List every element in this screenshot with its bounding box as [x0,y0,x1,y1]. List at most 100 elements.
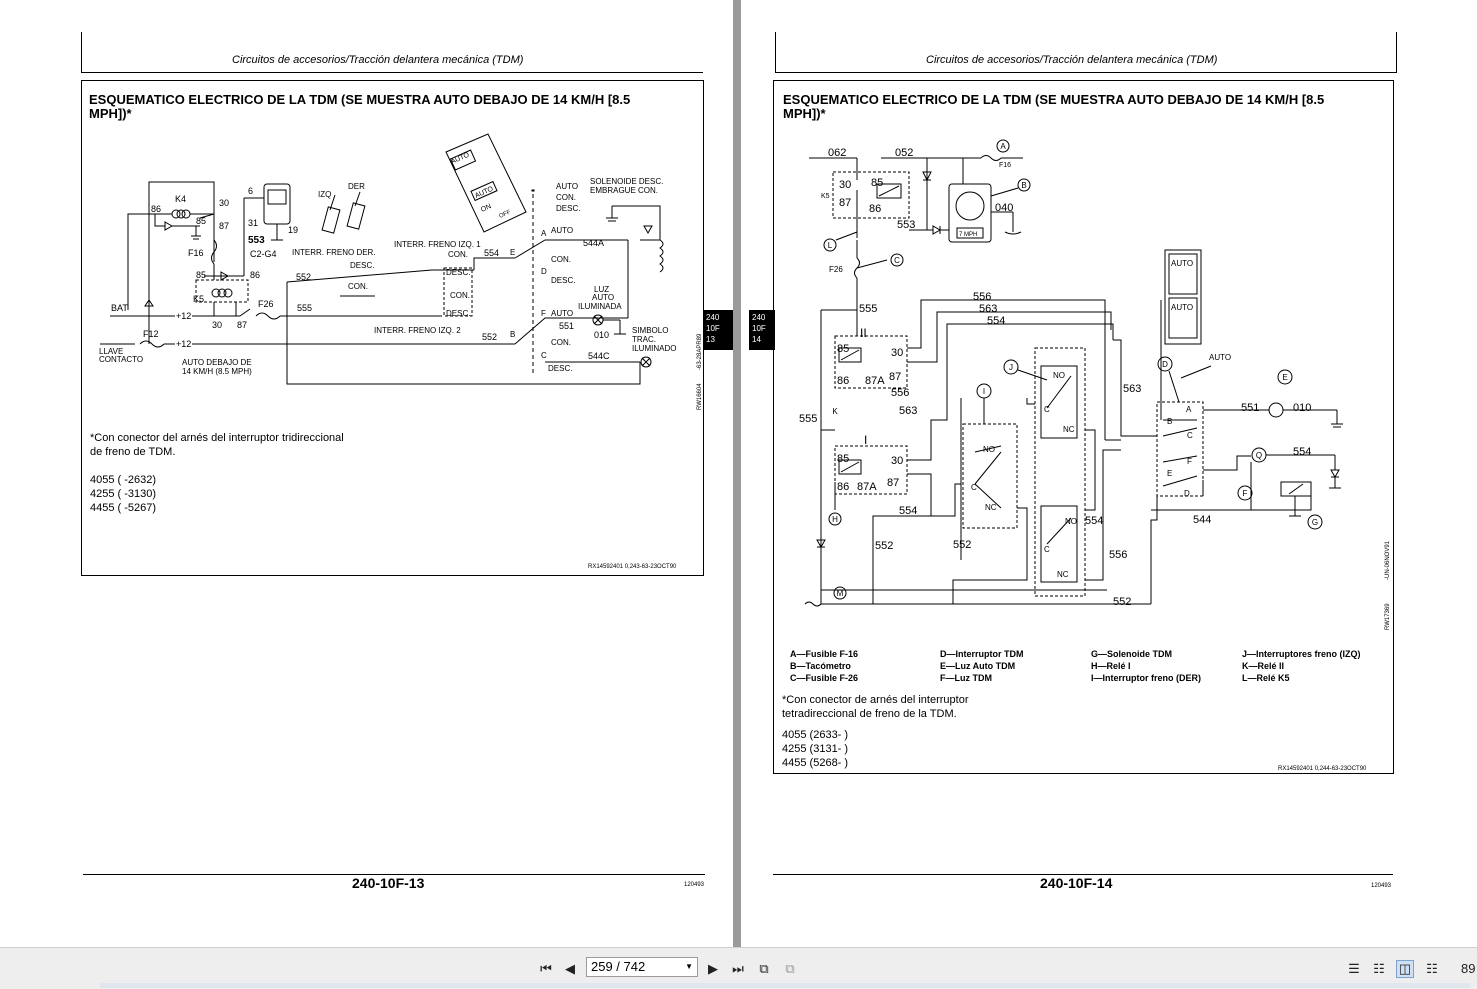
header-rule [81,72,703,73]
label-c1: C [971,483,977,492]
label-r2-86: 86 [837,375,849,387]
label-nc1: NC [985,503,997,512]
label-auto: AUTO [1209,353,1231,362]
label-e: E [510,248,515,257]
callout-c: C [894,256,900,265]
continuous-page-icon[interactable]: ☷ [1373,961,1385,976]
label-d: D [541,267,547,276]
label-552b: 552 [482,332,497,342]
label-auto-debajo1: AUTO DEBAJO DE [182,358,252,367]
callout-m: M [837,589,844,598]
page-gutter [733,0,741,947]
chevron-down-icon: ▼ [685,962,693,971]
label-556a: 556 [973,291,991,303]
serial-row: 4255 (3131- ) [782,743,849,755]
label-010: 010 [594,330,609,340]
two-page-continuous-icon[interactable]: ☷ [1426,961,1438,976]
page-code: 120493 [1371,883,1392,889]
label-r1-87a: 87A [857,481,877,493]
label-85b: 85 [196,270,206,280]
label-plus12b: +12 [176,339,191,349]
label-85: 85 [196,216,206,226]
label-con-d: CON. [551,255,571,264]
label-544a: 544A [583,238,604,248]
label-k5: K5 [821,193,830,200]
first-page-icon[interactable]: ⏮ [540,961,552,976]
label-simbolo1: SIMBOLO [632,326,668,335]
insert-page-icon[interactable]: ⧉ [785,961,795,976]
label-desc-l: DESC. [556,204,580,213]
label-c2g4: C2-G4 [250,249,277,259]
prev-page-icon[interactable]: ◀ [565,961,575,976]
label-contacto: CONTACTO [99,355,143,364]
label-f16: F16 [999,162,1011,169]
side-ref-1: RW17369 [1385,603,1391,630]
side-ref-2: -UN-06NOV91 [1385,540,1391,580]
label-f26: F26 [829,265,843,274]
callout-q: Q [1256,451,1262,460]
callout-i: I [983,387,985,396]
wiring-diagram-right: 062 052 K5 30 85 87 86 553 F16 040 F26 5… [799,139,1343,608]
label-554b: 554 [899,505,917,517]
zoom-level[interactable]: 89 [1461,961,1476,976]
label-554c: 554 [1085,515,1103,527]
label-k5: K5 [193,294,204,304]
extract-page-icon[interactable]: ⧉ [759,961,769,976]
label-f12: F12 [143,329,159,339]
label-555: 555 [297,303,312,313]
last-page-icon[interactable]: ⏭ [732,961,744,976]
label-sol2: EMBRAGUE CON. [590,186,658,195]
label-relay2: II [860,326,867,340]
label-551: 551 [1241,402,1259,414]
header-left-rule [81,32,82,72]
label-r2-556: 556 [891,387,909,399]
label-563a: 563 [979,303,997,315]
note-line1: *Con conector de arnés del interruptor [782,694,969,706]
horizontal-scrollbar[interactable] [100,983,1470,988]
panel-auto-label2: AUTO [474,185,495,199]
label-relay1: I [864,433,867,447]
label-nc3: NC [1057,570,1069,579]
wiring-diagram-left: K4 86 85 87 30 6 31 19 553 C2-G4 F16 85 … [99,133,676,385]
label-auto-f: AUTO [551,309,573,318]
label-87: 87 [219,221,229,231]
label-554: 554 [484,248,499,258]
label-86: 86 [151,204,161,214]
label-554d: 554 [1293,446,1311,458]
label-r1-85: 85 [837,453,849,465]
label-con2: CON. [448,250,468,259]
page-number-select[interactable]: 259 / 742▼ [586,957,698,977]
page-number: 240-10F-14 [1040,875,1113,891]
label-544: 544 [1193,514,1211,526]
two-page-icon[interactable]: ◫ [1396,960,1414,978]
label-30b: 30 [212,320,222,330]
serial-row: 4455 (5268- ) [782,757,849,769]
next-page-icon[interactable]: ▶ [708,961,718,976]
single-page-icon[interactable]: ☰ [1348,961,1360,976]
label-30: 30 [219,198,229,208]
panel-auto1: AUTO [1171,259,1193,268]
label-6: 6 [248,186,253,196]
label-555a: 555 [859,303,877,315]
side-ref-1: RW16604 [697,383,703,410]
label-no3: NO [1065,517,1077,526]
header-left-rule [775,32,776,72]
figure-box [773,80,1394,774]
label-563c: 563 [1123,383,1141,395]
label-luz1: LUZ [594,285,609,294]
label-desc3: DESC. [446,309,470,318]
label-sw-c: C [1187,431,1193,440]
panel-auto2: AUTO [1171,303,1193,312]
callout-b: B [1021,181,1026,190]
label-llave: LLAVE [99,347,123,356]
figure-ref: RX14592401 0,243-63-23OCT90 [588,564,677,570]
label-554a: 554 [987,315,1005,327]
label-r1-86: 86 [837,481,849,493]
page-header: Circuitos de accesorios/Tracción delante… [926,54,1218,66]
label-010: 010 [1293,402,1311,414]
serial-row: 4055 ( -2632) [90,474,157,486]
label-551: 551 [559,321,574,331]
label-luz2: AUTO [592,293,614,302]
